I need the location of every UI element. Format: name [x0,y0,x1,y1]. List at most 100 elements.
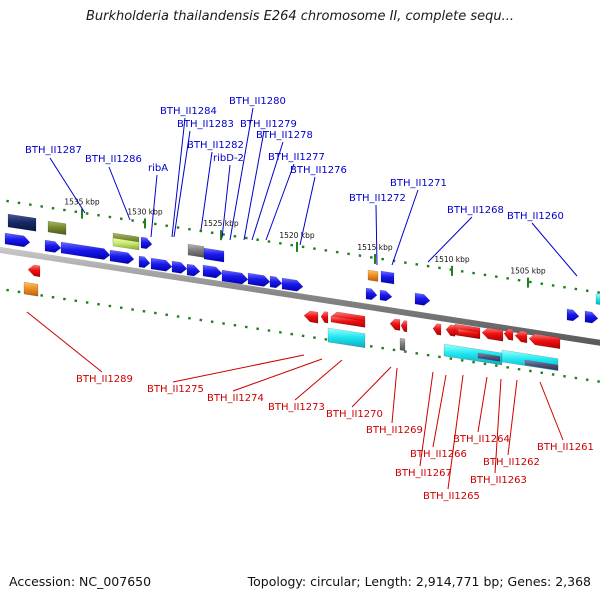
reverse-gene-label: BTH_II1269 [366,425,423,436]
reverse-gene-leader-line [172,354,305,383]
reverse-gene [457,328,479,339]
forward-gene-leader-line [391,189,419,266]
forward-gene-leader-line [427,216,473,263]
reverse-gene-label: BTH_II1274 [207,393,264,404]
reverse-gene [481,327,504,342]
forward-gene-leader-line [243,130,265,241]
reverse-gene [389,318,401,331]
forward-gene [171,260,188,274]
reverse-gene-leader-line [447,374,464,490]
forward-gene-label: ribA [148,163,168,174]
forward-gene [414,292,431,306]
reverse-gene-label: BTH_II1263 [470,475,527,486]
reverse-gene [303,310,319,324]
reverse-gene [320,311,329,324]
forward-gene [281,277,304,292]
ruler-label: 1510 kbp [434,255,470,264]
reverse-gene-label: BTH_II1270 [326,409,383,420]
forward-gene-leader-line [49,157,86,214]
forward-gene-label: BTH_II1272 [349,193,406,204]
forward-gene-leader-line [375,204,378,266]
forward-gene-leader-line [171,117,186,238]
category-box [524,359,559,371]
forward-gene-label: BTH_II1286 [85,154,142,165]
category-box [112,237,140,251]
reverse-gene-leader-line [391,367,398,424]
reverse-gene-leader-line [432,374,447,448]
reverse-gene-leader-line [477,376,488,433]
reverse-gene [514,330,528,344]
reverse-gene [432,323,442,336]
ruler-label: 1535 kbp [64,198,100,207]
forward-gene [584,310,599,324]
forward-gene-label: BTH_II1279 [240,119,297,130]
category-box [399,337,406,352]
genome-backbone [0,246,600,346]
forward-gene [60,241,111,260]
forward-gene [380,270,395,285]
category-box [7,213,37,232]
category-box [595,293,600,305]
category-box [187,243,205,258]
reverse-gene-leader-line [507,379,518,456]
forward-gene-leader-line [108,166,131,221]
forward-gene-label: BTH_II1280 [229,96,286,107]
category-box [327,327,366,348]
forward-gene-leader-line [251,141,284,241]
forward-gene-label: BTH_II1284 [160,106,217,117]
reverse-gene [400,320,408,333]
forward-gene [566,308,580,322]
forward-gene-label: BTH_II1277 [268,152,325,163]
reverse-gene [528,333,561,350]
forward-gene-label: BTH_II1282 [187,140,244,151]
forward-gene [379,289,393,302]
forward-gene [150,257,173,272]
forward-gene-leader-line [221,164,231,239]
reverse-gene [503,328,514,341]
forward-gene [140,236,153,250]
reverse-gene-label: BTH_II1273 [268,402,325,413]
ruler-label: 1530 kbp [127,207,163,216]
forward-gene [138,255,151,269]
accession-text: Accession: NC_007650 [9,574,152,589]
reverse-gene-leader-line [294,359,343,401]
forward-gene [221,269,249,285]
forward-gene-leader-line [200,151,213,231]
reverse-gene [445,324,456,337]
forward-gene-label: BTH_II1278 [256,130,313,141]
reverse-gene-leader-line [26,311,103,373]
forward-gene-leader-line [299,176,316,246]
forward-gene-label: BTH_II1287 [25,145,82,156]
forward-gene-label: BTH_II1271 [390,178,447,189]
reverse-gene-leader-line [539,381,564,441]
reverse-gene-label: BTH_II1261 [537,442,594,453]
forward-gene [44,239,62,253]
category-box [477,352,501,362]
forward-gene [109,249,135,265]
ruler-label: 1520 kbp [279,231,315,240]
forward-gene [365,287,378,301]
reverse-gene-leader-line [232,358,323,392]
reverse-gene-leader-line [494,378,502,474]
forward-gene [269,275,283,289]
forward-gene-label: BTH_II1283 [177,119,234,130]
genome-summary-text: Topology: circular; Length: 2,914,771 bp… [247,574,591,589]
forward-gene [202,264,223,279]
category-box [367,269,379,282]
category-box [47,220,67,236]
reverse-gene-label: BTH_II1264 [453,434,510,445]
reverse-gene [330,315,366,328]
forward-gene-label: BTH_II1260 [507,211,564,222]
reverse-gene-leader-line [419,371,434,467]
reverse-gene-label: BTH_II1267 [395,468,452,479]
forward-gene-leader-line [265,163,295,241]
reverse-gene-label: BTH_II1262 [483,457,540,468]
forward-gene-leader-line [150,174,158,238]
reverse-gene-label: BTH_II1265 [423,491,480,502]
reverse-gene-label: BTH_II1275 [147,384,204,395]
forward-gene [203,247,225,263]
ruler-label: 1505 kbp [510,267,546,276]
forward-gene [186,263,201,277]
reverse-gene-label: BTH_II1266 [410,449,467,460]
